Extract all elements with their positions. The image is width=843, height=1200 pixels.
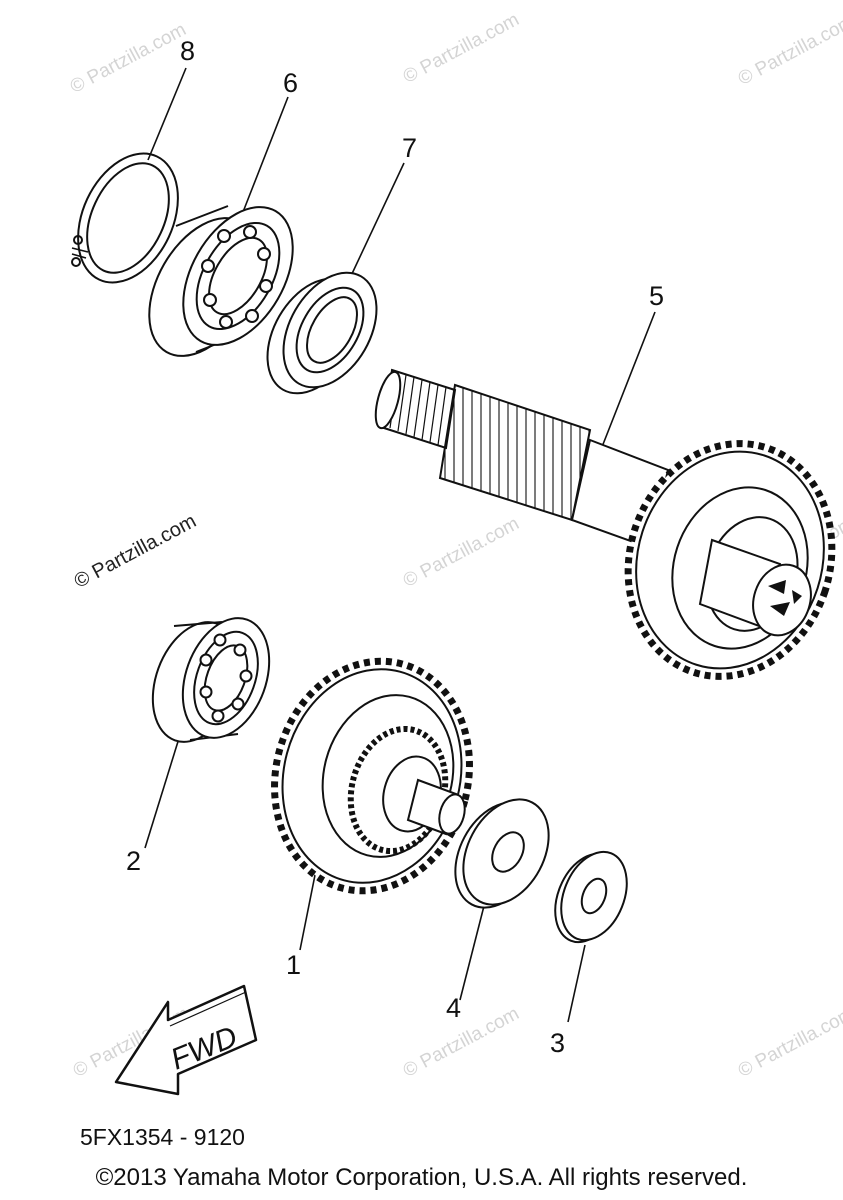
- circlip-part-8: [71, 152, 179, 284]
- leader-lines: [144, 67, 656, 1023]
- washer-part-4: [454, 798, 550, 909]
- callout-8: 8: [180, 36, 196, 66]
- callout-1: 1: [286, 950, 302, 980]
- ball-bearing-part-6: [148, 205, 294, 357]
- callout-6: 6: [283, 68, 299, 98]
- copyright-notice: ©2013 Yamaha Motor Corporation, U.S.A. A…: [95, 1164, 748, 1191]
- callout-4: 4: [446, 993, 462, 1023]
- gear-part-1: [271, 657, 473, 895]
- callout-3: 3: [550, 1028, 566, 1058]
- callout-2: 2: [126, 846, 142, 876]
- callout-5: 5: [649, 281, 665, 311]
- shaft-gear-part-5: [374, 368, 836, 680]
- washer-part-3: [554, 850, 628, 944]
- callout-7: 7: [402, 133, 418, 163]
- fwd-arrow-icon: FWD: [114, 984, 258, 1096]
- bearing-part-2: [151, 617, 271, 743]
- part-code: 5FX1354 - 9120: [80, 1124, 245, 1150]
- oil-seal-part-7: [266, 271, 378, 395]
